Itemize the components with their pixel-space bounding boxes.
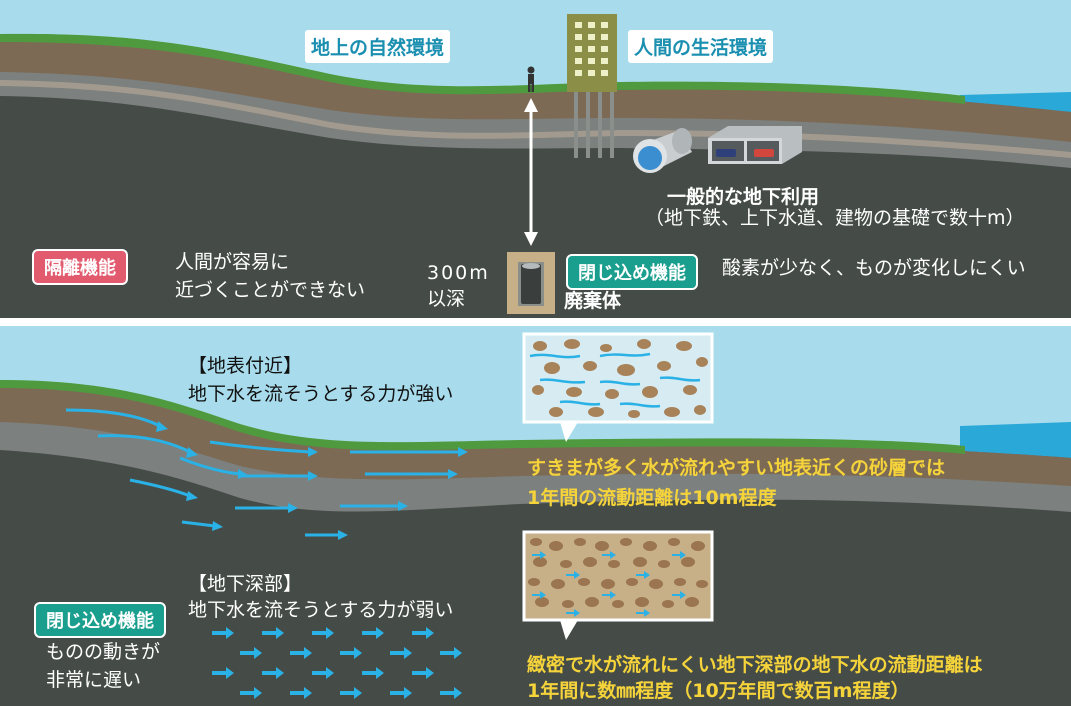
bottom-panel: 【地表付近】 地下水を流そうとする力が強い すきまが多く水が流れやすい地表近くの… bbox=[0, 326, 1071, 706]
sand-stripe bbox=[0, 80, 1071, 158]
underground-use-title: 一般的な地下利用 bbox=[667, 186, 820, 208]
grass-surface bbox=[0, 380, 965, 454]
grass-surface bbox=[0, 33, 965, 104]
surface-note-line1: すきまが多く水が流れやすい地表近くの砂層では bbox=[527, 457, 946, 479]
depth-value: 300m bbox=[427, 262, 490, 284]
waste-label: 廃棄体 bbox=[564, 290, 622, 312]
isolation-line2: 近づくことができない bbox=[175, 279, 366, 301]
dense-rock-inset bbox=[522, 530, 714, 640]
isolation-line1: 人間が容易に bbox=[175, 251, 290, 273]
isolation-badge: 隔離機能 bbox=[32, 249, 128, 285]
natural-environment-tag: 地上の自然環境 bbox=[305, 30, 451, 63]
top-cross-section bbox=[0, 0, 1071, 318]
top-panel: 地上の自然環境 人間の生活環境 一般的な地下利用 （地下鉄、上下水道、建物の基礎… bbox=[0, 0, 1071, 318]
soil-layer bbox=[0, 386, 1071, 486]
depth-arrow-icon bbox=[524, 98, 538, 246]
building-icon bbox=[567, 14, 617, 158]
tunnel-icon bbox=[708, 126, 802, 164]
confinement-line1-bottom: ものの動きが bbox=[46, 641, 161, 663]
surface-note-line2: 1年間の流動距離は10m程度 bbox=[527, 487, 777, 509]
loose-sand-inset bbox=[522, 332, 714, 442]
confinement-text-top: 酸素が少なく、ものが変化しにくい bbox=[722, 257, 1026, 279]
surface-title: 【地表付近】 bbox=[188, 355, 303, 377]
deep-title: 【地下深部】 bbox=[188, 573, 303, 595]
confinement-line2-bottom: 非常に遅い bbox=[46, 669, 142, 691]
depth-qualifier: 以深 bbox=[427, 288, 466, 310]
bottom-cross-section bbox=[0, 326, 1071, 706]
deep-note-line1: 緻密で水が流れにくい地下深部の地下水の流動距離は bbox=[527, 654, 983, 676]
confinement-badge-top: 閉じ込め機能 bbox=[566, 254, 698, 290]
waste-container-icon bbox=[507, 252, 555, 314]
deep-note-line2: 1年間に数㎜程度（10万年間で数百m程度） bbox=[527, 680, 910, 702]
surface-flow-arrows bbox=[65, 408, 460, 537]
pipe-icon bbox=[633, 128, 692, 173]
surface-text: 地下水を流そうとする力が強い bbox=[188, 383, 454, 405]
deep-flow-arrows bbox=[212, 627, 462, 699]
surface-flow-arrowheads bbox=[156, 421, 468, 540]
underground-use-detail: （地下鉄、上下水道、建物の基礎で数十m） bbox=[645, 207, 1025, 229]
confinement-badge-bottom: 閉じ込め機能 bbox=[34, 602, 166, 638]
person-icon bbox=[527, 66, 535, 92]
human-environment-tag: 人間の生活環境 bbox=[628, 30, 774, 63]
deep-text: 地下水を流そうとする力が弱い bbox=[188, 599, 454, 621]
